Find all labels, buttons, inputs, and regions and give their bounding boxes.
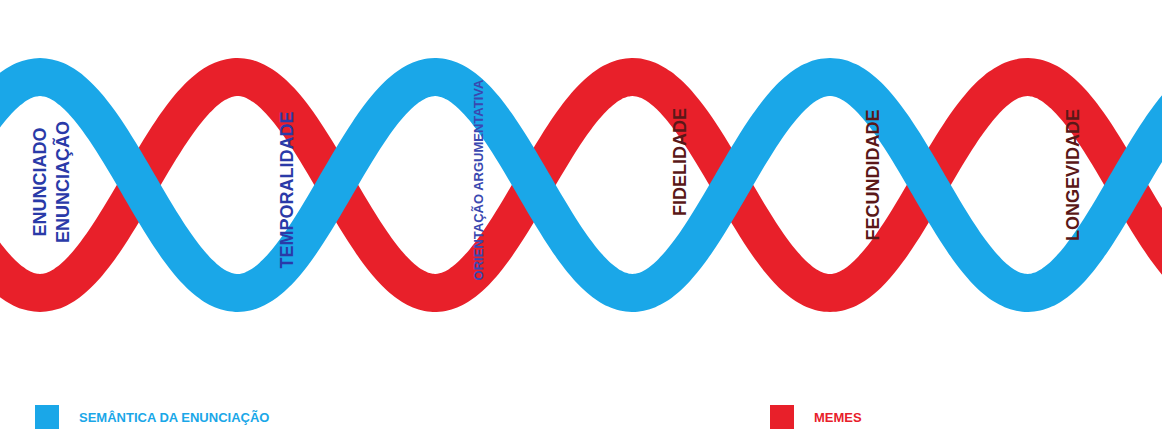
legend-item: MEMES [770, 405, 862, 429]
legend-item: SEMÂNTICA DA ENUNCIAÇÃO [35, 405, 269, 429]
helix-label: ORIENTAÇÃO ARGUMENTATIVA [472, 80, 485, 281]
helix-label: ENUNCIAÇÃO [54, 121, 72, 243]
legend-swatch [770, 405, 794, 429]
legend-swatch [35, 405, 59, 429]
helix-label: ENUNCIADO [31, 127, 49, 236]
helix-label: FIDELIDADE [671, 108, 689, 216]
semantica-strand [0, 77, 1162, 293]
legend-text: MEMES [814, 410, 862, 425]
memes-strand [0, 77, 1162, 293]
helix-label: LONGEVIDADE [1064, 109, 1082, 241]
helix-label: TEMPORALIDADE [278, 112, 296, 269]
legend-text: SEMÂNTICA DA ENUNCIAÇÃO [79, 410, 269, 425]
helix-label: FECUNDIDADE [864, 109, 882, 240]
